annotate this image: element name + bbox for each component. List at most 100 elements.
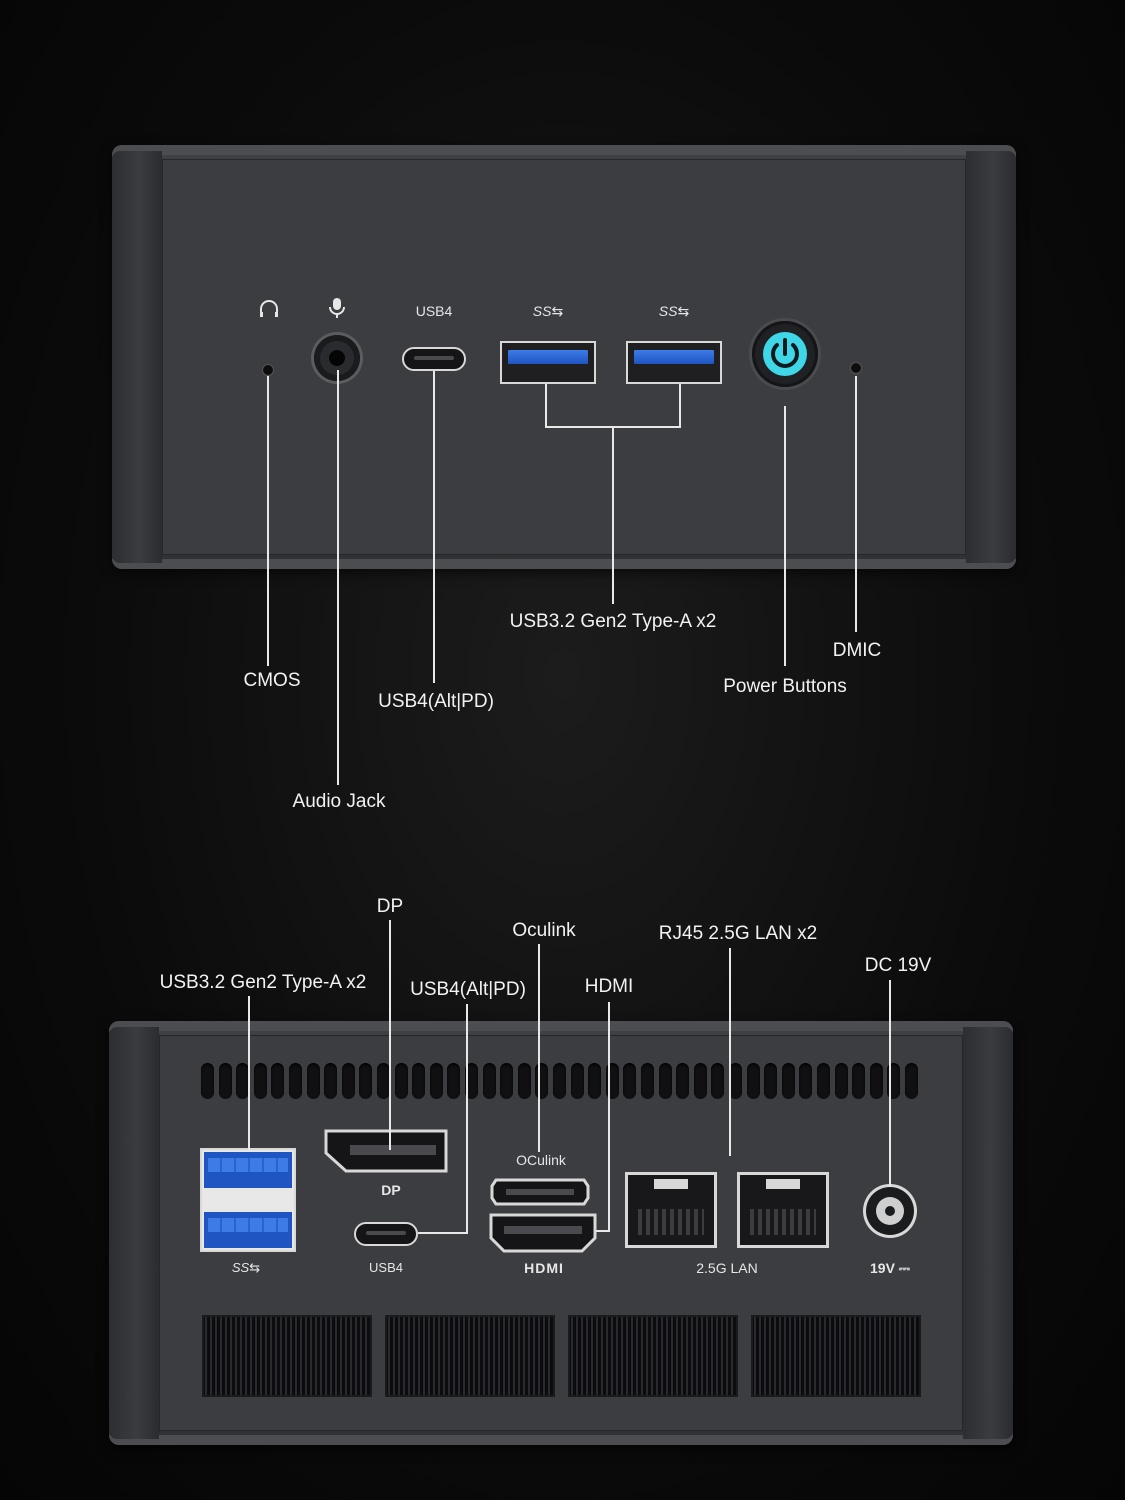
callout-power: Power Buttons (723, 676, 847, 697)
leader-rear-usb4-h (418, 1232, 468, 1234)
leader-rear-dc (889, 980, 891, 1187)
callout-usb4-front: USB4(Alt|PD) (378, 691, 494, 712)
rear-dp-label: DP (381, 1182, 401, 1198)
leader-rear-hdmi-v (608, 1002, 610, 1232)
vent-slot (429, 1063, 443, 1099)
rear-dc-label: 19V ⎓ (870, 1260, 910, 1276)
rear-usba-stack (200, 1148, 296, 1252)
rear-usba-port-2[interactable] (204, 1212, 292, 1248)
vent-slot (306, 1063, 320, 1099)
vent-slot (676, 1063, 690, 1099)
vent-slot (817, 1063, 830, 1099)
rear-oculink-label: OCulink (516, 1152, 566, 1168)
vent-slot (482, 1063, 496, 1099)
leader-usba-right (679, 384, 681, 428)
rj45-pins (750, 1209, 816, 1235)
vent-slot (641, 1063, 654, 1099)
lan-port-2[interactable] (737, 1172, 829, 1248)
bottom-grille-1 (202, 1315, 372, 1397)
callout-cmos: CMOS (243, 670, 301, 691)
lan-port-1[interactable] (625, 1172, 717, 1248)
rear-left-cap (109, 1027, 159, 1439)
oculink-port[interactable] (490, 1178, 590, 1206)
callout-usb32-rear: USB3.2 Gen2 Type-A x2 (159, 972, 367, 993)
leader-audio (337, 370, 339, 785)
vent-slot (799, 1063, 813, 1099)
vent-slot (711, 1063, 725, 1099)
rear-lan-label: 2.5G LAN (696, 1260, 758, 1276)
vent-slot (359, 1063, 373, 1099)
vent-slot (271, 1063, 285, 1099)
callout-rj45: RJ45 2.5G LAN x2 (658, 923, 818, 944)
callout-audio: Audio Jack (292, 791, 386, 812)
front-left-cap (112, 151, 162, 563)
dc-jack-ring (876, 1197, 904, 1225)
front-ss-label-right: SS⇆ (658, 303, 690, 319)
displayport-port[interactable] (324, 1129, 448, 1173)
vent-slot (570, 1063, 584, 1099)
rj45-pins (638, 1209, 704, 1235)
microphone-icon (329, 298, 345, 318)
headphone-icon (260, 300, 278, 317)
vent-slot (729, 1063, 742, 1099)
front-right-cap (966, 151, 1016, 563)
vent-slot (447, 1063, 461, 1099)
cmos-hole (263, 365, 273, 375)
vent-slot (517, 1063, 531, 1099)
dmic-hole (851, 363, 861, 373)
callout-dp: DP (376, 896, 404, 917)
bottom-grille-2 (385, 1315, 555, 1397)
leader-usb4 (433, 371, 435, 683)
usba-tongue (634, 350, 714, 364)
vent-slot (201, 1063, 214, 1099)
vent-slot (394, 1063, 408, 1099)
leader-cmos (267, 376, 269, 666)
vent-slot (658, 1063, 672, 1099)
rear-top-edge (109, 1021, 1013, 1031)
vent-slot (746, 1063, 760, 1099)
front-usb4-port-label: USB4 (415, 303, 453, 319)
vent-slot (764, 1063, 778, 1099)
callout-dc: DC 19V (864, 955, 932, 976)
vent-slot (324, 1063, 338, 1099)
vent-slot (412, 1063, 426, 1099)
rear-right-cap (963, 1027, 1013, 1439)
leader-rear-hdmi-h (596, 1230, 610, 1232)
rear-usba-port-1[interactable] (204, 1152, 292, 1188)
vent-slot (500, 1063, 514, 1099)
usba-tongue (208, 1158, 288, 1172)
front-usb4-port[interactable] (402, 347, 466, 371)
power-icon (763, 332, 807, 376)
rear-bottom-edge (109, 1435, 1013, 1445)
vent-slot (869, 1063, 883, 1099)
callout-usb4-rear: USB4(Alt|PD) (410, 979, 526, 1000)
leader-usba-down (612, 426, 614, 604)
rear-ss-label: SS⇆ (231, 1260, 261, 1275)
power-button[interactable] (752, 321, 818, 387)
vent-slot (341, 1063, 355, 1099)
front-usba-port-2[interactable] (626, 341, 722, 384)
rear-usb4-label: USB4 (369, 1260, 403, 1275)
dc-jack[interactable] (866, 1187, 914, 1235)
dc-jack-pin (885, 1206, 895, 1216)
rj45-notch (766, 1179, 800, 1189)
callout-oculink: Oculink (512, 920, 576, 941)
callout-hdmi: HDMI (584, 976, 634, 997)
vent-slot (852, 1063, 866, 1099)
leader-power (784, 406, 786, 666)
leader-rear-usba (248, 996, 250, 1150)
callout-usb32-front: USB3.2 Gen2 Type-A x2 (509, 611, 717, 632)
vent-slot (236, 1063, 250, 1099)
leader-rear-dp (389, 920, 391, 1150)
front-usba-port-1[interactable] (500, 341, 596, 384)
hdmi-port[interactable] (488, 1212, 598, 1254)
vent-slot (905, 1063, 918, 1099)
usba-tongue (508, 350, 588, 364)
rear-hdmi-label: HDMI (524, 1260, 564, 1276)
front-bottom-edge (112, 559, 1016, 569)
rear-usb4-port[interactable] (354, 1222, 418, 1246)
usba-tongue (208, 1218, 288, 1232)
vent-slot (834, 1063, 848, 1099)
bottom-grille-3 (568, 1315, 738, 1397)
vent-slot (218, 1063, 232, 1099)
